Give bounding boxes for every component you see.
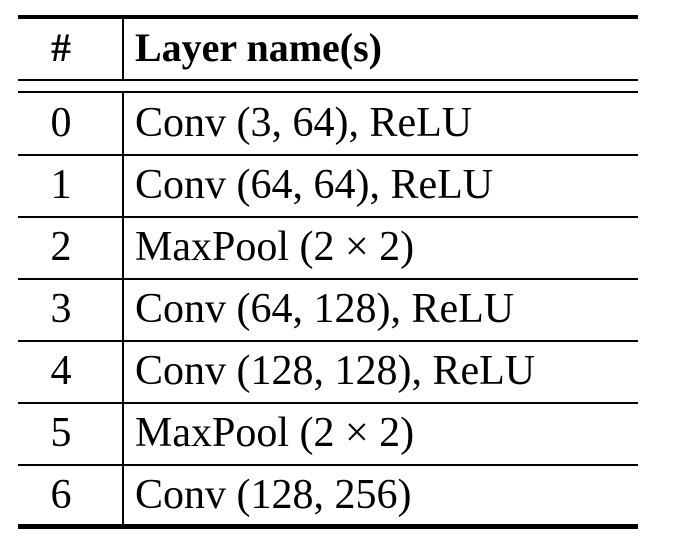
row-index: 2 xyxy=(50,224,72,270)
header-index: # xyxy=(51,25,71,70)
top-rule xyxy=(18,15,638,19)
row-layers: Conv (3, 64), ReLU xyxy=(135,100,473,146)
row-index: 5 xyxy=(50,410,72,456)
row-layers: MaxPool (2 × 2) xyxy=(135,410,415,456)
layer-table: # Layer name(s) 0 Conv (3, 64), ReLU 1 C… xyxy=(18,0,638,551)
row-divider xyxy=(18,340,638,342)
row-layers: Conv (64, 64), ReLU xyxy=(135,162,494,208)
row-divider xyxy=(18,154,638,156)
header-rule-lower xyxy=(18,91,638,93)
bottom-rule xyxy=(18,524,638,529)
column-separator xyxy=(122,19,124,79)
row-index: 3 xyxy=(50,286,72,332)
row-index: 1 xyxy=(50,162,72,208)
row-layers: Conv (128, 256) xyxy=(135,472,412,518)
row-index: 6 xyxy=(50,472,72,518)
column-separator xyxy=(122,92,124,524)
row-layers: Conv (128, 128), ReLU xyxy=(135,348,536,394)
row-divider xyxy=(18,278,638,280)
row-divider xyxy=(18,216,638,218)
row-layers: Conv (64, 128), ReLU xyxy=(135,286,515,332)
header-layer-names: Layer name(s) xyxy=(135,25,382,70)
row-divider xyxy=(18,464,638,466)
row-index: 4 xyxy=(50,348,72,394)
row-divider xyxy=(18,402,638,404)
row-layers: MaxPool (2 × 2) xyxy=(135,224,415,270)
row-index: 0 xyxy=(50,100,72,146)
header-rule-upper xyxy=(18,79,638,81)
